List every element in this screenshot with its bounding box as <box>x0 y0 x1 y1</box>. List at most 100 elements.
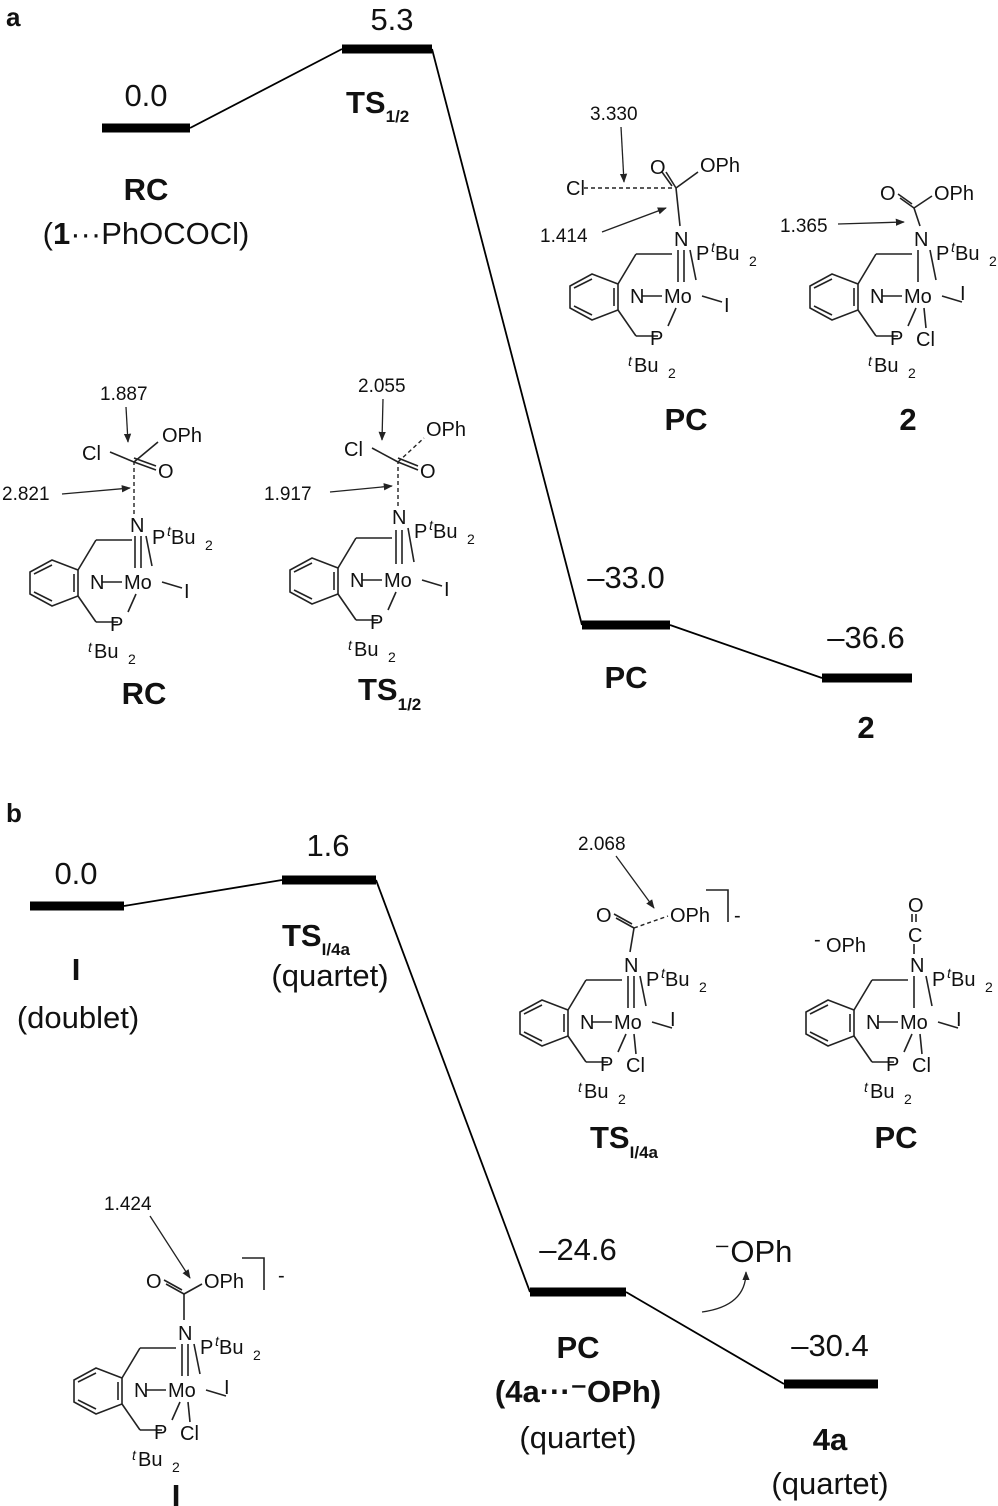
svg-text:Cl: Cl <box>180 1423 199 1445</box>
energy-4a: –30.4 <box>791 1328 869 1363</box>
svg-text:2: 2 <box>618 1091 626 1107</box>
svg-text:P: P <box>414 521 427 543</box>
svg-text:2: 2 <box>467 531 475 547</box>
svg-text:O: O <box>158 461 174 483</box>
svg-text:N: N <box>392 507 406 529</box>
svg-text:Bu: Bu <box>354 639 378 661</box>
svg-text:O: O <box>650 157 666 179</box>
pc-a-dist-1-arrow <box>619 126 628 183</box>
svg-text:I: I <box>224 1377 230 1399</box>
svg-text:P: P <box>646 969 659 991</box>
molecule-label-2: 2 <box>899 402 916 437</box>
svg-text:Bu: Bu <box>955 243 979 265</box>
svg-text:Bu: Bu <box>171 527 195 549</box>
label-ts-i4a-state: (quartet) <box>271 958 388 993</box>
svg-text:2: 2 <box>904 1091 912 1107</box>
svg-text:Bu: Bu <box>874 355 898 377</box>
svg-text:I: I <box>444 579 450 601</box>
svg-text:t: t <box>348 637 353 653</box>
svg-text:P: P <box>886 1054 899 1076</box>
svg-text:P: P <box>932 969 945 991</box>
svg-text:2: 2 <box>388 649 396 665</box>
energy-ts-i4a: 1.6 <box>306 828 349 863</box>
svg-text:P: P <box>200 1337 213 1359</box>
connector-rc-ts <box>189 48 343 129</box>
svg-text:t: t <box>167 523 172 539</box>
energy-pc-a: –33.0 <box>587 560 665 595</box>
svg-text:Mo: Mo <box>168 1380 196 1402</box>
pc-a-dist-2: 1.414 <box>540 226 588 247</box>
svg-text:t: t <box>868 353 873 369</box>
svg-text:t: t <box>947 965 952 981</box>
label-rc: RC <box>124 172 169 207</box>
rc-dist-2: 2.821 <box>2 484 50 505</box>
label-2: 2 <box>857 710 874 745</box>
ts12-dist-2-arrow <box>329 483 393 493</box>
connector-ts-pc-b <box>375 879 531 1293</box>
svg-text:t: t <box>864 1079 869 1095</box>
svg-text:N: N <box>866 1012 880 1034</box>
svg-text:Bu: Bu <box>138 1449 162 1471</box>
label-i-state: (doublet) <box>17 1000 139 1035</box>
pc-b-anion-charge: - <box>814 929 821 951</box>
connector-pc-4a <box>625 1291 785 1385</box>
svg-text:2: 2 <box>253 1347 261 1363</box>
label-ts12: TS1/2 <box>346 85 409 126</box>
energy-pc-b: –24.6 <box>539 1232 617 1267</box>
svg-text:Cl: Cl <box>626 1055 645 1077</box>
pc-a-dist-1: 3.330 <box>590 104 638 125</box>
svg-text:OPh: OPh <box>700 155 740 177</box>
svg-text:OPh: OPh <box>204 1271 244 1293</box>
svg-text:N: N <box>178 1323 192 1345</box>
svg-text:t: t <box>429 517 434 533</box>
svg-text:N: N <box>630 286 644 308</box>
svg-text:O: O <box>596 905 612 927</box>
svg-text:Mo: Mo <box>904 286 932 308</box>
svg-text:Mo: Mo <box>124 572 152 594</box>
svg-text:2: 2 <box>128 651 136 667</box>
energy-2: –36.6 <box>827 620 905 655</box>
svg-text:Cl: Cl <box>566 178 585 200</box>
svg-text:-: - <box>734 905 741 927</box>
svg-text:2: 2 <box>699 979 707 995</box>
svg-text:O: O <box>146 1271 162 1293</box>
svg-text:N: N <box>580 1012 594 1034</box>
svg-text:2: 2 <box>989 253 997 269</box>
svg-text:OPh: OPh <box>162 425 202 447</box>
svg-text:N: N <box>134 1380 148 1402</box>
svg-text:P: P <box>650 328 663 350</box>
ts-i4a-dist-1-arrow <box>615 855 655 909</box>
svg-text:Cl: Cl <box>82 443 101 465</box>
panel-b-letter: b <box>6 798 22 828</box>
svg-text:Bu: Bu <box>94 641 118 663</box>
molecule-label-pc-b: PC <box>874 1120 917 1155</box>
svg-text:P: P <box>696 243 709 265</box>
svg-text:Cl: Cl <box>912 1055 931 1077</box>
rc-dist-1-arrow <box>123 406 132 443</box>
svg-text:-: - <box>278 1265 285 1287</box>
i-dist-1: 1.424 <box>104 1194 152 1215</box>
svg-text:Bu: Bu <box>870 1081 894 1103</box>
molecule-label-pc-a: PC <box>664 402 707 437</box>
svg-text:2: 2 <box>668 365 676 381</box>
svg-text:N: N <box>910 955 924 977</box>
svg-text:Mo: Mo <box>614 1012 642 1034</box>
svg-text:N: N <box>914 229 928 251</box>
rc-dist-2-arrow <box>61 485 131 495</box>
svg-text:P: P <box>154 1422 167 1444</box>
connector-ts-pc <box>431 48 583 626</box>
label-ts-i4a: TSI/4a <box>282 918 351 959</box>
svg-text:O: O <box>420 461 436 483</box>
svg-text:O: O <box>908 895 924 917</box>
svg-text:t: t <box>628 353 633 369</box>
svg-text:N: N <box>870 286 884 308</box>
svg-text:Bu: Bu <box>584 1081 608 1103</box>
label-4a: 4a <box>813 1422 848 1457</box>
i-dist-1-arrow <box>149 1215 191 1279</box>
svg-text:Mo: Mo <box>384 570 412 592</box>
svg-text:Mo: Mo <box>664 286 692 308</box>
ts12-dist-2: 1.917 <box>264 484 312 505</box>
